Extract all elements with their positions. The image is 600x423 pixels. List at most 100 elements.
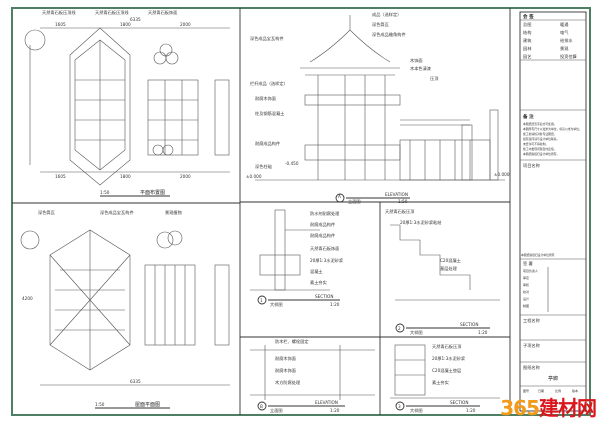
sub-header: 子项名称	[523, 342, 540, 349]
dimension: 4200	[22, 296, 33, 301]
dimension: 6335	[130, 17, 141, 22]
section-1-drawing: 防水剂耐腐处理 耐腐成品构件 耐腐成品构件 天然青石板饰面 20厚1:3水泥砂浆…	[250, 209, 344, 308]
section-label: 天然青石板压顶	[385, 208, 415, 215]
plan-title: 平面布置图	[140, 189, 165, 196]
sign2-row: 审定	[523, 275, 529, 280]
sign-row-label: 景观	[560, 46, 569, 52]
sign-row-label: 结构	[523, 29, 531, 36]
footer-label: 版本	[572, 388, 578, 393]
notes-header: 备 注	[522, 113, 534, 120]
watermark-text: 建材网	[539, 396, 597, 420]
drawing-label: SECTION	[315, 294, 333, 299]
sign2-header: 签 署	[523, 260, 533, 267]
sign-row-label: 电气	[560, 29, 569, 35]
sign2-row: 制图	[523, 303, 529, 308]
section-label: 20厚1:3水泥砂浆	[310, 257, 344, 264]
elevation-label: 木方防腐处理	[275, 379, 301, 386]
project-header: 项目名称	[523, 162, 540, 169]
elevation-label: 木本色清漆	[410, 65, 431, 72]
dimension: 2000	[180, 174, 191, 179]
section-label: 耐腐成品构件	[310, 232, 335, 239]
section-label: C20混凝土	[440, 257, 461, 264]
elevation-title: 立面图	[348, 198, 361, 205]
note-item: 本图所有尺寸以毫米为单位，标高以米为单位。	[523, 127, 582, 131]
dimension: 2000	[180, 22, 191, 27]
plan-label: 天然青石板饰面	[148, 9, 177, 16]
watermark-logo: 365建材网	[500, 392, 597, 421]
drawing-marker: A	[338, 194, 341, 199]
dimension: 1605	[55, 22, 66, 27]
sign2-row: 审核	[523, 282, 529, 287]
sign2-row: 校对	[523, 289, 529, 294]
plan-drawing: 天然青石板压顶线 天然青石板压顶线 天然青石板饰面 1605 1800 2000…	[24, 9, 230, 197]
watermark-number: 365	[500, 396, 540, 420]
drawing-marker: B	[260, 404, 263, 409]
sheet-frame	[11, 7, 591, 416]
sign-row-label: 建筑	[523, 37, 532, 44]
dimension: 6335	[130, 379, 141, 384]
roof-plan-title: 屋面平面图	[135, 402, 160, 408]
elevation-label: 深色成品宝瓦构件	[250, 35, 284, 42]
sign2-row: 设计	[523, 296, 529, 301]
section-label: 防水剂耐腐处理	[310, 210, 340, 217]
section-label: 素土夯实	[432, 379, 449, 386]
roof-label: 深色筒瓦	[38, 209, 55, 216]
scale: 1:50	[100, 190, 110, 195]
company-note: 本图纸版权归设计单位所有	[521, 253, 555, 257]
elevation-label: 防木栏、螺栓固定	[275, 338, 309, 345]
section-label: C20混凝土垫层	[432, 367, 461, 374]
drawing-label: ELEVATION	[315, 400, 338, 405]
section-label: 20厚1:3水泥砂浆	[432, 355, 466, 362]
elevation-label: 耐腐木饰面	[255, 95, 276, 102]
scale: 1:20	[466, 408, 476, 413]
section-label: 基层处理	[440, 265, 458, 272]
section-label: 20厚1:3水泥砂浆粘结	[400, 219, 441, 226]
drawing-name: 亭廊	[548, 375, 558, 382]
scale: 1:20	[478, 330, 488, 335]
footer-label: 图号	[523, 388, 529, 393]
scale: 1:50	[398, 199, 408, 204]
title-block: 会 签 总图暖通 结构电气 建筑给排水 园林景观 园艺投资估算 备 注 本图纸经…	[519, 11, 587, 412]
elevation-b-drawing: 防木栏、螺栓固定 耐腐木饰面 耐腐木饰面 木方防腐处理 B ELEVATION …	[250, 338, 375, 414]
sign-row-label: 给排水	[560, 37, 573, 44]
plan-label: 天然青石板压顶线	[95, 9, 129, 16]
section-3-drawing: 天然青石板压顶 20厚1:3水泥砂浆 C20混凝土垫层 素土夯实 3 SECTI…	[390, 343, 500, 414]
plan-label: 天然青石板压顶线	[42, 9, 76, 16]
dimension: 1800	[120, 174, 131, 179]
scale: 1:20	[330, 302, 340, 307]
elevation-label: 柱及钢筋混凝土	[255, 110, 284, 117]
note-item: 本图纸经签字后方可使用。	[523, 122, 557, 126]
project-name-header: 工程名称	[523, 317, 540, 324]
sign-row-label: 暖通	[560, 21, 569, 28]
scale: 1:20	[330, 408, 340, 413]
section-2-drawing: 天然青石板压顶 20厚1:3水泥砂浆粘结 C20混凝土 基层处理 2 SECTI…	[385, 208, 500, 336]
elevation-label: 栏杆成品（选样定）	[250, 80, 288, 87]
elevation-title: 立面图	[270, 407, 283, 414]
section-title: 大样图	[410, 329, 423, 336]
elevation-label: 压顶	[430, 76, 439, 82]
drawing-name-header: 图纸名称	[523, 364, 540, 371]
sign2-row: 项目负责人	[523, 268, 538, 273]
sign-header: 会 签	[523, 13, 534, 20]
level-mark: -0.450	[285, 161, 299, 166]
drawing-marker: 1	[260, 298, 263, 303]
footer-label: 日期	[538, 388, 544, 393]
elevation-label: 耐腐木饰面	[275, 355, 296, 362]
section-label: 天然青石板饰面	[310, 245, 339, 252]
drawing-marker: 3	[398, 404, 401, 409]
note-item: 施工中发现问题及时反馈。	[523, 147, 557, 151]
drawing-label: ELEVATION	[385, 192, 408, 197]
roof-plan-drawing: 深色筒瓦 深色成品宝瓦构件 景观植物 6335 4200 屋面平面图 1:50	[20, 209, 230, 409]
roof-label: 深色成品宝瓦构件	[100, 209, 134, 216]
roof-label: 景观植物	[165, 209, 182, 216]
elevation-label: 深色筒瓦	[372, 21, 389, 28]
sign-row-label: 园林	[523, 45, 532, 52]
sign-row-label: 投资估算	[560, 53, 577, 60]
section-title: 大样图	[410, 407, 423, 414]
level-mark: ±0.000	[494, 172, 510, 177]
section-label: 天然青石板压顶	[432, 343, 462, 350]
elevation-label: 木饰面	[410, 57, 423, 64]
drawing-marker: 2	[398, 326, 401, 331]
elevation-label: 耐腐成品构件	[255, 140, 280, 147]
